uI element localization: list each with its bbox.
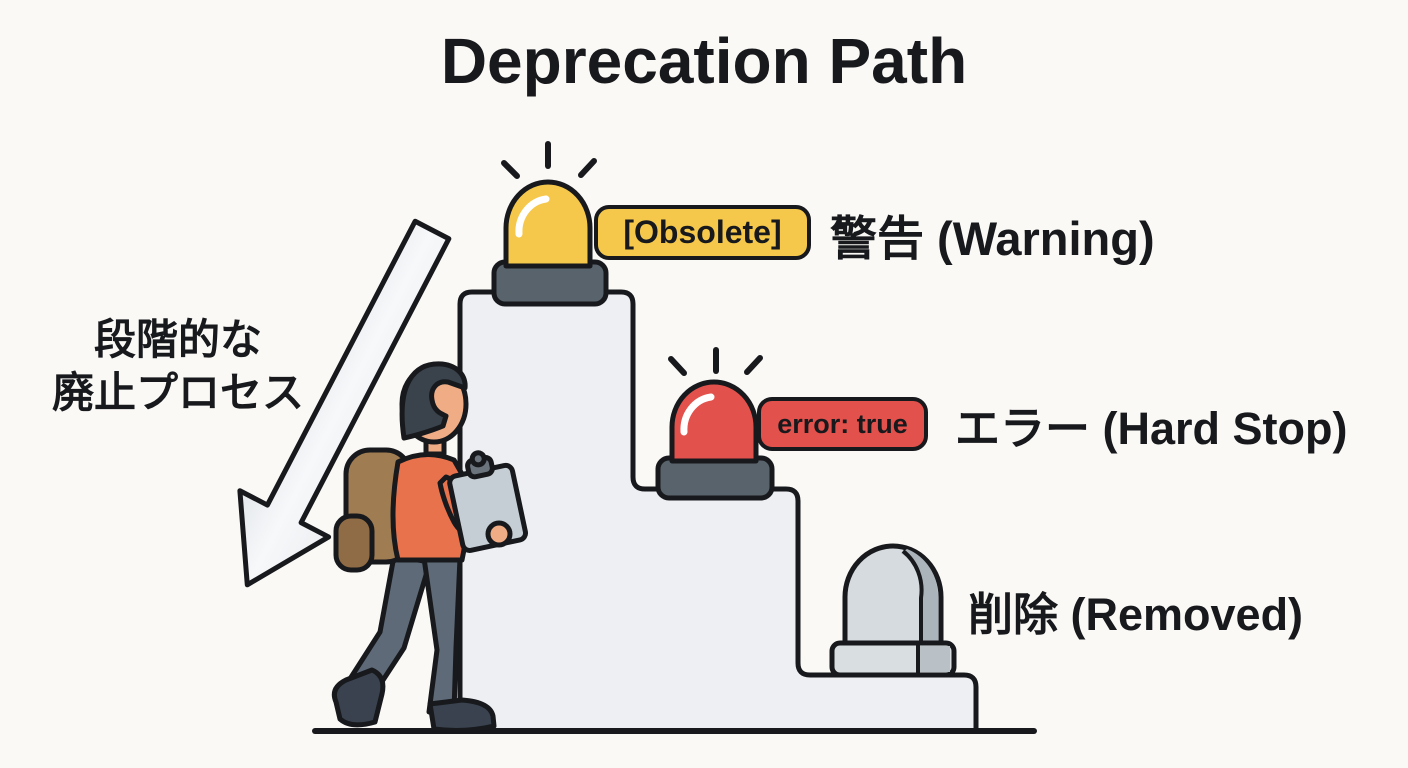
person-front-shoe bbox=[427, 697, 497, 733]
stage-label-warning: 警告 (Warning) bbox=[830, 212, 1155, 265]
stage-label-removed: 削除 (Removed) bbox=[968, 589, 1304, 640]
warning-beacon-icon bbox=[491, 141, 609, 307]
backpack-pocket bbox=[333, 513, 375, 573]
side-note-line1: 段階的な bbox=[93, 316, 262, 363]
stage-label-hard-stop: エラー (Hard Stop) bbox=[955, 403, 1348, 454]
tombstone-icon bbox=[829, 543, 957, 678]
warning-beacon-rays bbox=[501, 141, 597, 179]
person-back-shoe bbox=[331, 667, 386, 728]
person-hair bbox=[399, 361, 468, 441]
walking-person-illustration bbox=[331, 361, 529, 733]
side-note: 段階的な 廃止プロセス bbox=[28, 314, 328, 420]
person-hand bbox=[485, 520, 513, 548]
error-beacon-icon bbox=[655, 347, 775, 501]
page-title: Deprecation Path bbox=[440, 25, 968, 97]
error-true-badge: error: true bbox=[757, 397, 928, 451]
person-front-leg bbox=[421, 555, 463, 715]
error-beacon-rays bbox=[668, 347, 763, 376]
down-arrow-icon bbox=[237, 218, 452, 588]
side-note-line2: 廃止プロセス bbox=[51, 368, 304, 416]
obsolete-badge: [Obsolete] bbox=[594, 205, 811, 260]
